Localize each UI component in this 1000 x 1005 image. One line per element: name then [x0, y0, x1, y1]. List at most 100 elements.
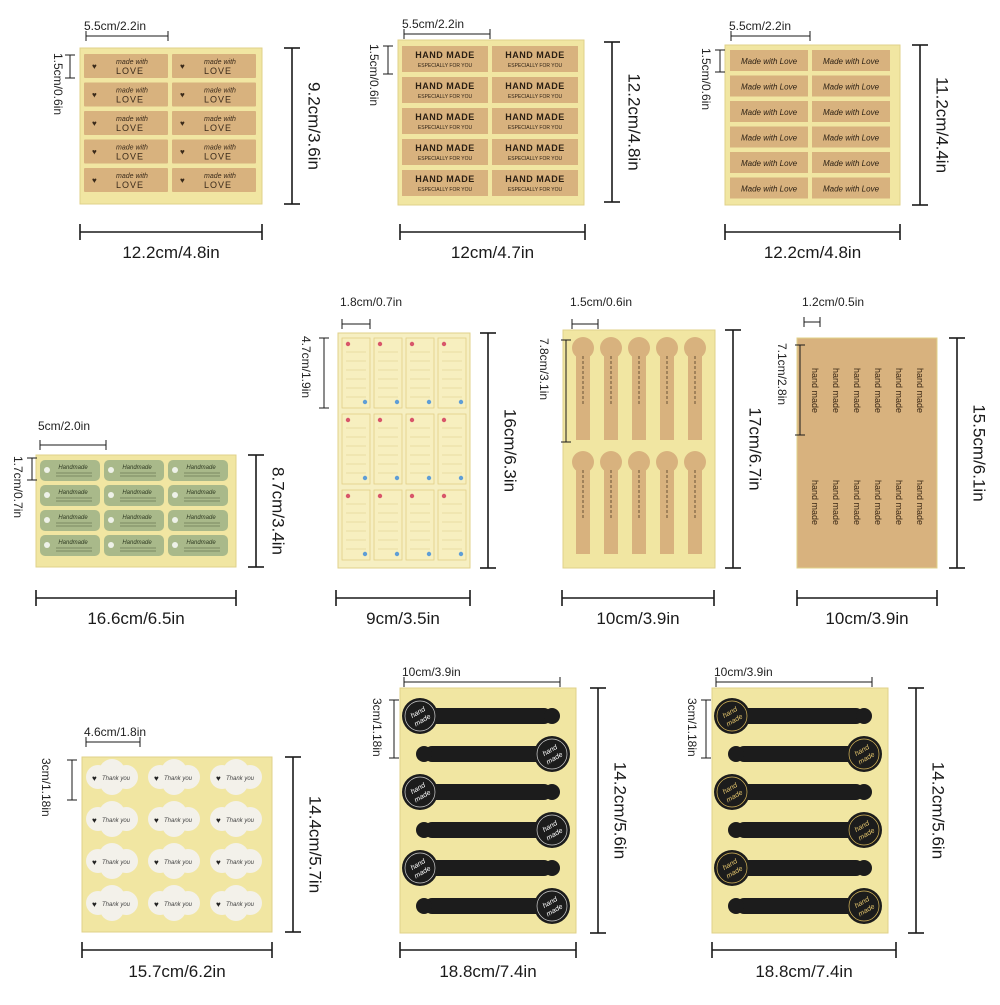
sticker-body	[812, 50, 890, 71]
flower-icon	[409, 493, 415, 499]
tag-head	[846, 736, 882, 772]
flower-icon	[345, 417, 351, 423]
sticker-body	[812, 177, 890, 199]
cloud-shape	[162, 855, 186, 879]
heart-icon: ♥	[92, 119, 97, 128]
sticker-text: LOVE	[204, 123, 232, 133]
sticker-width-label: 5cm/2.0in	[38, 419, 90, 433]
sticker-body	[172, 54, 256, 78]
sticker-width-dimension: 5.5cm/2.2in	[402, 17, 491, 39]
sticker-body	[341, 489, 371, 561]
sticker-text: hand made	[831, 480, 841, 525]
width-dimension: 12.2cm/4.8in	[724, 224, 901, 262]
sticker-body	[84, 168, 168, 192]
sticker-text: ESPECIALLY FOR YOU	[418, 63, 473, 69]
sticker: Handmade	[168, 460, 228, 481]
sticker: hand made	[852, 480, 862, 525]
sticker-body	[730, 50, 808, 71]
flower-icon	[362, 475, 368, 481]
sticker	[572, 451, 594, 554]
sticker-text: ESPECIALLY FOR YOU	[508, 125, 563, 131]
cloud-shape	[162, 813, 186, 837]
sticker-body	[84, 82, 168, 107]
tag-stem	[424, 784, 552, 800]
tag-stem	[424, 898, 552, 914]
sticker-width-label: 5.5cm/2.2in	[402, 17, 464, 31]
flower-icon	[362, 399, 368, 405]
tag-stem	[736, 746, 864, 762]
cloud-shape	[100, 771, 124, 795]
sticker-body	[405, 337, 435, 409]
sticker-text: Thank you	[102, 776, 131, 782]
sticker-text: ESPECIALLY FOR YOU	[418, 187, 473, 193]
tag-ring	[848, 890, 880, 922]
sticker-text: HAND MADE	[505, 143, 565, 153]
sticker: ♥Thank you	[210, 885, 262, 921]
sticker-width-label: 5.5cm/2.2in	[84, 19, 146, 33]
sticker-body	[402, 108, 488, 134]
width-dimension: 10cm/3.9in	[796, 590, 938, 628]
flower-icon	[108, 542, 114, 548]
sticker	[600, 451, 622, 554]
sticker-text: Handmade	[186, 490, 216, 496]
sticker-text: Made with Love	[823, 57, 880, 66]
sticker: Handmade	[168, 485, 228, 506]
tag-ring	[716, 700, 748, 732]
sticker-width-label: 1.8cm/0.7in	[340, 295, 402, 309]
tag-ring	[536, 890, 568, 922]
cloud-shape	[100, 813, 124, 837]
sticker-height-dimension: 1.5cm/0.6in	[51, 53, 75, 115]
sticker-text: HAND MADE	[415, 50, 475, 60]
height-label: 12.2cm/4.8in	[625, 73, 644, 170]
sticker: ♥Thank you	[148, 801, 200, 837]
sticker-body	[402, 46, 488, 72]
sticker: hand made	[894, 480, 904, 525]
sticker-body	[812, 126, 890, 148]
sticker-text: Thank you	[164, 860, 193, 866]
sticker-text: Handmade	[58, 540, 88, 546]
sticker: Handmade	[40, 485, 100, 506]
sticker-text: HAND MADE	[505, 112, 565, 122]
sticker-text: hand made	[894, 368, 904, 413]
sticker-text: Thank you	[226, 860, 255, 866]
flower-icon	[394, 399, 400, 405]
tag-stem	[736, 822, 864, 838]
sticker-height-label: 1.5cm/0.6in	[367, 44, 381, 106]
sticker: ♥Thank you	[86, 801, 138, 837]
tag-stem	[424, 860, 552, 876]
flower-icon	[108, 492, 114, 498]
sticker-text: Thank you	[102, 902, 131, 908]
sticker: Handmade	[40, 460, 100, 481]
sticker-body	[402, 139, 488, 165]
sticker-body	[341, 413, 371, 485]
sticker	[373, 413, 403, 485]
sticker-text: ESPECIALLY FOR YOU	[418, 156, 473, 162]
sticker-text: hand made	[852, 480, 862, 525]
height-label: 17cm/6.7in	[746, 407, 765, 490]
sticker-body	[492, 139, 578, 165]
sticker-height-dimension: 1.7cm/0.7in	[11, 456, 37, 518]
sticker-body	[730, 177, 808, 199]
sticker: hand made	[852, 368, 862, 413]
flower-icon	[441, 493, 447, 499]
tag-tail	[856, 784, 872, 800]
tag-head	[402, 850, 438, 886]
sticker: hand made	[810, 368, 820, 413]
width-dimension: 12.2cm/4.8in	[79, 224, 263, 262]
sticker: Made with Love	[730, 152, 808, 173]
sticker-width-dimension: 1.8cm/0.7in	[340, 295, 402, 329]
sticker-text: Made with Love	[741, 159, 798, 168]
sticker-body	[402, 170, 488, 196]
flower-icon	[458, 475, 464, 481]
